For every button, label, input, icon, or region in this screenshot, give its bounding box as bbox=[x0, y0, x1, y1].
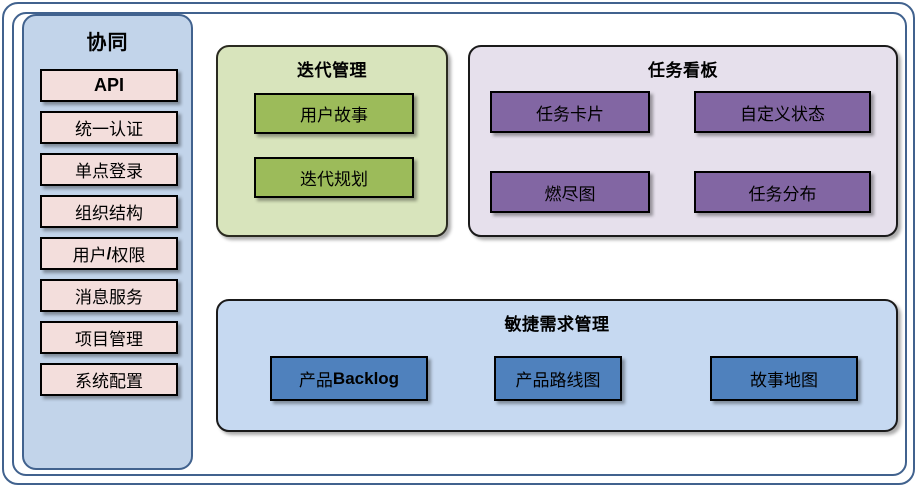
item-iteration-planning[interactable]: 迭代规划 bbox=[254, 157, 414, 198]
panel-title-task-board: 任务看板 bbox=[648, 61, 718, 80]
item-story-map[interactable]: 故事地图 bbox=[710, 356, 858, 401]
panel-title-iteration-management: 迭代管理 bbox=[297, 61, 367, 80]
item-custom-status[interactable]: 自定义状态 bbox=[694, 91, 871, 133]
sidebar-item-system-config[interactable]: 系统配置 bbox=[40, 363, 178, 396]
sidebar-item-list: API 统一认证 单点登录 组织结构 用户/权限 消息服务 项目管理 系统配置 bbox=[40, 69, 178, 405]
sidebar-item-api[interactable]: API bbox=[40, 69, 178, 102]
sidebar-item-user-permissions[interactable]: 用户/权限 bbox=[40, 237, 178, 270]
item-burndown-chart[interactable]: 燃尽图 bbox=[490, 171, 650, 213]
item-task-card[interactable]: 任务卡片 bbox=[490, 91, 650, 133]
sidebar-item-message-service[interactable]: 消息服务 bbox=[40, 279, 178, 312]
sidebar-item-org-structure[interactable]: 组织结构 bbox=[40, 195, 178, 228]
panel-task-board: 任务看板 任务卡片 自定义状态 燃尽图 任务分布 bbox=[468, 45, 898, 237]
item-product-roadmap[interactable]: 产品路线图 bbox=[494, 356, 622, 401]
item-user-story[interactable]: 用户故事 bbox=[254, 93, 414, 134]
sidebar-title: 协同 bbox=[86, 32, 129, 54]
panel-title-agile-requirements: 敏捷需求管理 bbox=[504, 315, 610, 334]
item-task-distribution[interactable]: 任务分布 bbox=[694, 171, 871, 213]
panel-iteration-management: 迭代管理 用户故事 迭代规划 bbox=[216, 45, 448, 237]
sidebar-item-unified-auth[interactable]: 统一认证 bbox=[40, 111, 178, 144]
sidebar-item-single-sign-on[interactable]: 单点登录 bbox=[40, 153, 178, 186]
sidebar-panel-collaboration: 协同 API 统一认证 单点登录 组织结构 用户/权限 消息服务 项目管理 系统… bbox=[22, 14, 193, 470]
sidebar-item-project-management[interactable]: 项目管理 bbox=[40, 321, 178, 354]
